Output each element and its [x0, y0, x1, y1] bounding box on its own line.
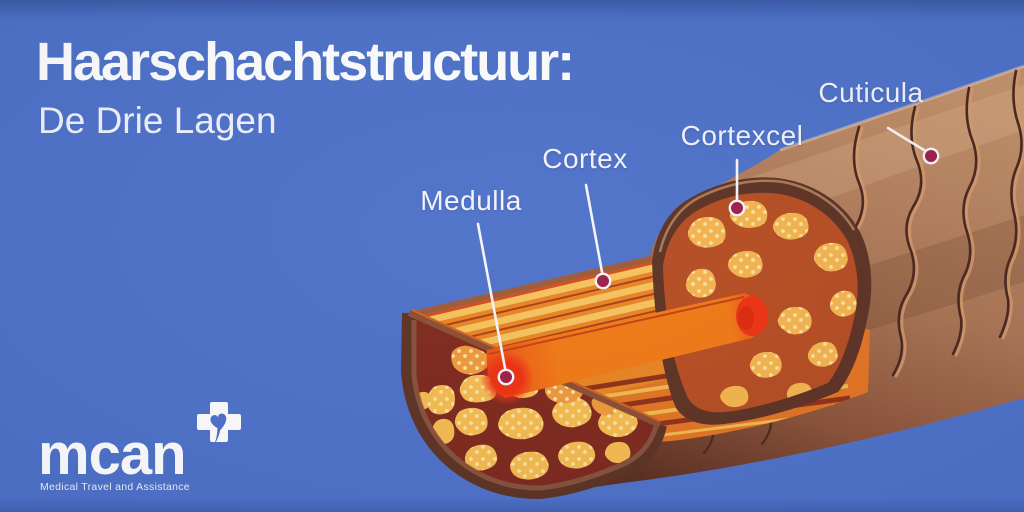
leader-line-medulla — [476, 222, 507, 370]
label-medulla: Medulla — [420, 185, 522, 216]
dome-cell-dots-overlay — [685, 200, 857, 378]
surface-edge-highlight — [779, 64, 1024, 152]
disc-rim-dark — [400, 312, 667, 500]
leader-line-cuticula — [886, 126, 926, 152]
page-subtitle: De Drie Lagen — [38, 100, 277, 141]
page-title: Haarschachtstructuur: — [36, 32, 575, 92]
marker-dot-cortex — [594, 272, 612, 290]
medical-cross-heart-icon — [197, 402, 241, 445]
logo-tagline: Medical Travel and Assistance — [40, 481, 190, 493]
cell-dots-overlay — [427, 345, 638, 480]
label-cuticula: Cuticula — [818, 77, 924, 108]
marker-dot-cortexcel — [728, 199, 746, 217]
leader-line-cortex — [584, 183, 604, 274]
marker-dots — [497, 147, 940, 386]
disc-rim-light — [411, 320, 659, 491]
dome-rim-highlight — [658, 179, 856, 253]
logo-wordmark: mcan — [38, 422, 187, 487]
marker-dot-cuticula — [922, 147, 940, 165]
leader-lines — [476, 126, 926, 370]
marker-dot-medulla — [497, 368, 515, 386]
label-cortex: Cortex — [542, 143, 628, 174]
label-cortexcel: Cortexcel — [680, 120, 804, 151]
left-cross-section-face — [400, 312, 667, 500]
